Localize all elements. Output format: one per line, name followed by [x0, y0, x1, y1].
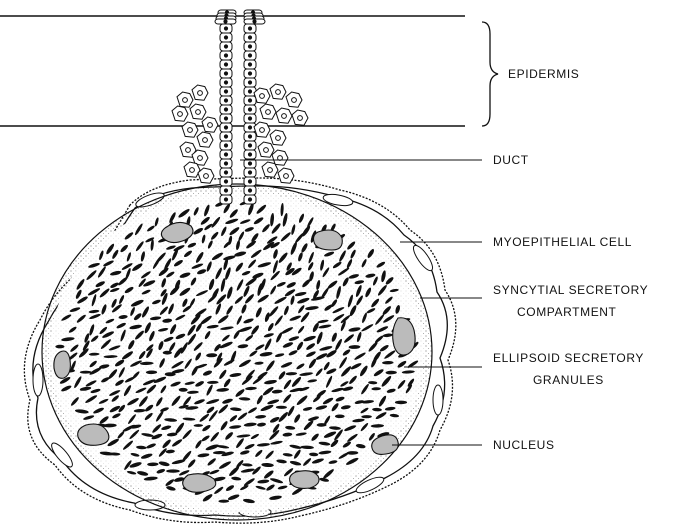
- cell-nucleus: [224, 117, 227, 120]
- cell-nucleus: [282, 114, 287, 119]
- cell-nucleus: [248, 45, 251, 48]
- label-ellipsoid-1: ELLIPSOID SECRETORY: [493, 351, 644, 365]
- cell-nucleus: [248, 108, 251, 111]
- cell-nucleus: [224, 189, 227, 192]
- cell-nucleus: [248, 171, 251, 174]
- cell-nucleus: [248, 63, 251, 66]
- label-myoepithelial-cell: MYOEPITHELIAL CELL: [493, 235, 632, 249]
- cell-nucleus: [224, 171, 227, 174]
- cell-nucleus: [224, 153, 227, 156]
- cell-nucleus: [224, 54, 227, 57]
- cell-nucleus: [190, 168, 195, 173]
- cell-nucleus: [248, 54, 251, 57]
- cell-nucleus: [224, 144, 227, 147]
- cell-nucleus: [186, 148, 191, 153]
- cell-nucleus: [248, 36, 251, 39]
- cell-nucleus: [224, 126, 227, 129]
- cell-nucleus: [248, 162, 251, 165]
- cell-nucleus: [224, 20, 227, 23]
- cell-nucleus: [260, 128, 265, 133]
- cell-nucleus: [248, 81, 251, 84]
- cell-nucleus: [284, 174, 289, 179]
- cell-nucleus: [248, 198, 251, 201]
- cell-nucleus: [198, 156, 203, 161]
- label-syncytial-1: SYNCYTIAL SECRETORY: [493, 283, 648, 297]
- granule: [335, 415, 345, 419]
- cell-nucleus: [248, 90, 251, 93]
- cell-nucleus: [248, 180, 251, 183]
- cell-nucleus: [224, 198, 227, 201]
- cell-nucleus: [253, 20, 256, 23]
- cell-nucleus: [224, 90, 227, 93]
- label-epidermis: EPIDERMIS: [508, 67, 579, 81]
- granule: [166, 469, 180, 472]
- cell-nucleus: [224, 108, 227, 111]
- cell-nucleus: [260, 94, 265, 99]
- granule: [163, 351, 172, 355]
- cell-nucleus: [203, 138, 208, 143]
- cell-nucleus: [276, 136, 281, 141]
- epidermal-cells: [172, 84, 308, 183]
- cell-nucleus: [224, 27, 227, 30]
- cell-nucleus: [292, 98, 297, 103]
- cell-nucleus: [248, 189, 251, 192]
- cell-nucleus: [183, 98, 188, 103]
- cell-nucleus: [198, 91, 203, 96]
- cell-nucleus: [224, 180, 227, 183]
- cell-nucleus: [224, 72, 227, 75]
- cell-nucleus: [224, 36, 227, 39]
- duct: [215, 10, 265, 204]
- cell-nucleus: [248, 72, 251, 75]
- cell-nucleus: [224, 63, 227, 66]
- cell-nucleus: [248, 144, 251, 147]
- cell-nucleus: [248, 117, 251, 120]
- label-ellipsoid-2: GRANULES: [533, 373, 604, 387]
- label-syncytial-2: COMPARTMENT: [517, 305, 617, 319]
- cell-nucleus: [224, 81, 227, 84]
- cell-nucleus: [224, 162, 227, 165]
- label-duct: DUCT: [493, 153, 529, 167]
- cell-nucleus: [208, 123, 213, 128]
- label-nucleus: NUCLEUS: [493, 438, 555, 452]
- cell-nucleus: [204, 174, 209, 179]
- cell-nucleus: [178, 112, 183, 117]
- cell-nucleus: [266, 110, 271, 115]
- cell-nucleus: [188, 128, 193, 133]
- cell-nucleus: [276, 90, 281, 95]
- cell-nucleus: [248, 126, 251, 129]
- cell-nucleus: [224, 99, 227, 102]
- cell-nucleus: [268, 168, 273, 173]
- cell-nucleus: [248, 99, 251, 102]
- cell-nucleus: [196, 110, 201, 115]
- granule: [395, 401, 407, 405]
- cell-nucleus: [248, 27, 251, 30]
- cell-nucleus: [248, 135, 251, 138]
- cell-nucleus: [224, 135, 227, 138]
- cell-nucleus: [248, 153, 251, 156]
- cell-nucleus: [264, 148, 269, 153]
- cell-nucleus: [224, 45, 227, 48]
- cell-nucleus: [298, 116, 303, 121]
- epidermis-brace: [482, 22, 498, 126]
